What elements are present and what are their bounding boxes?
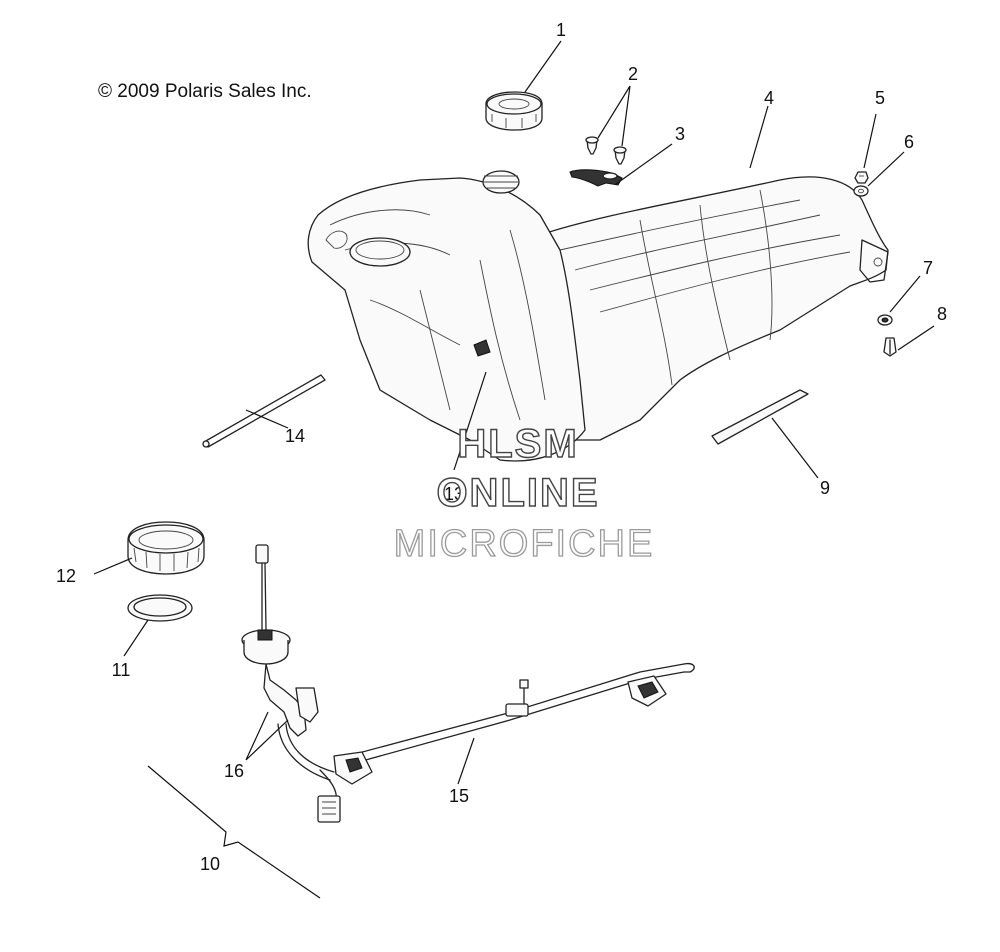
watermark-line-2: ONLINE (436, 471, 599, 515)
callout-9: 9 (820, 478, 830, 498)
screws-part-2 (585, 136, 627, 165)
callout-3: 3 (675, 124, 685, 144)
callout-1: 1 (556, 20, 566, 40)
callout-5: 5 (875, 88, 885, 108)
bolt-part-8 (883, 337, 897, 357)
callout-12: 12 (56, 566, 76, 586)
callout-13: 13 (444, 484, 464, 504)
assembly-brace-part-10 (147, 765, 321, 899)
foam-strip-part-9 (711, 389, 809, 445)
callout-4: 4 (764, 88, 774, 108)
fuel-pump-part-16 (241, 544, 341, 823)
callout-11: 11 (112, 660, 131, 680)
tube-part-14 (202, 374, 326, 448)
callout-14: 14 (285, 426, 305, 446)
bracket-part-3 (569, 169, 623, 187)
watermark: HLSM ONLINE MICROFICHE (393, 421, 655, 565)
callout-6: 6 (904, 132, 914, 152)
callout-8: 8 (937, 304, 947, 324)
leader-lines (93, 40, 935, 785)
callout-15: 15 (449, 786, 469, 806)
callout-10: 10 (200, 854, 220, 874)
lock-ring-part-12 (127, 521, 205, 575)
callout-7: 7 (923, 258, 933, 278)
callout-16: 16 (224, 761, 244, 781)
seal-ring-part-11 (127, 594, 193, 622)
watermark-line-3: MICROFICHE (394, 523, 655, 565)
grommet-part-7 (877, 314, 893, 326)
washer-part-6 (853, 185, 869, 197)
watermark-line-1: HLSM (457, 422, 578, 466)
callout-labels: 1 2 3 4 5 6 7 8 9 10 11 12 13 14 15 16 (56, 20, 947, 874)
fuel-tank-part-4 (307, 170, 889, 462)
fuel-cap-part-1 (485, 91, 543, 131)
callout-2: 2 (628, 64, 638, 84)
copyright-text: © 2009 Polaris Sales Inc. (98, 81, 312, 102)
nut-part-5 (854, 171, 869, 184)
fuel-line-part-15 (333, 662, 695, 785)
